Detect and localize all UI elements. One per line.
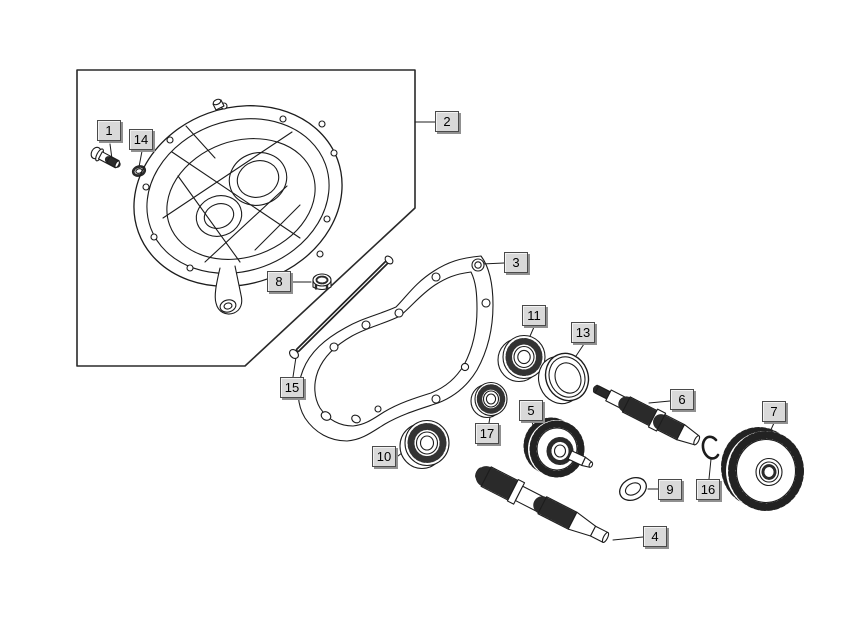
gear-cluster-5-drawing — [523, 417, 594, 478]
circlip-16-drawing — [701, 435, 720, 460]
oil-seal-13-drawing — [538, 352, 590, 405]
callout-1[interactable]: 1 — [97, 120, 121, 141]
callout-14[interactable]: 14 — [129, 129, 153, 150]
callout-5[interactable]: 5 — [519, 400, 543, 421]
gearbox-cover-drawing — [133, 98, 343, 315]
callout-15[interactable]: 15 — [280, 377, 304, 398]
bearing-17-drawing — [470, 381, 508, 419]
washer-9-drawing — [619, 476, 647, 502]
bearing-11-drawing — [497, 334, 546, 383]
nut-8-drawing — [312, 273, 332, 291]
callout-11[interactable]: 11 — [522, 305, 546, 326]
bearing-10-drawing — [399, 419, 450, 470]
callout-2[interactable]: 2 — [435, 111, 459, 132]
callout-6[interactable]: 6 — [670, 389, 694, 410]
callout-8[interactable]: 8 — [267, 271, 291, 292]
callout-7[interactable]: 7 — [762, 401, 786, 422]
callout-9[interactable]: 9 — [658, 479, 682, 500]
washer-14-drawing — [131, 165, 147, 177]
output-shaft-6-drawing — [592, 384, 701, 446]
callout-3[interactable]: 3 — [504, 252, 528, 273]
callout-16[interactable]: 16 — [696, 479, 720, 500]
stud-15-drawing — [289, 255, 394, 359]
leader-lines — [109, 121, 775, 541]
callout-4[interactable]: 4 — [643, 526, 667, 547]
bolt-drawing — [90, 146, 121, 169]
callout-10[interactable]: 10 — [372, 446, 396, 467]
callout-17[interactable]: 17 — [475, 423, 499, 444]
callout-13[interactable]: 13 — [571, 322, 595, 343]
input-shaft-4-drawing — [475, 466, 610, 544]
gear-7-drawing — [721, 427, 806, 511]
gasket-drawing — [297, 255, 494, 442]
